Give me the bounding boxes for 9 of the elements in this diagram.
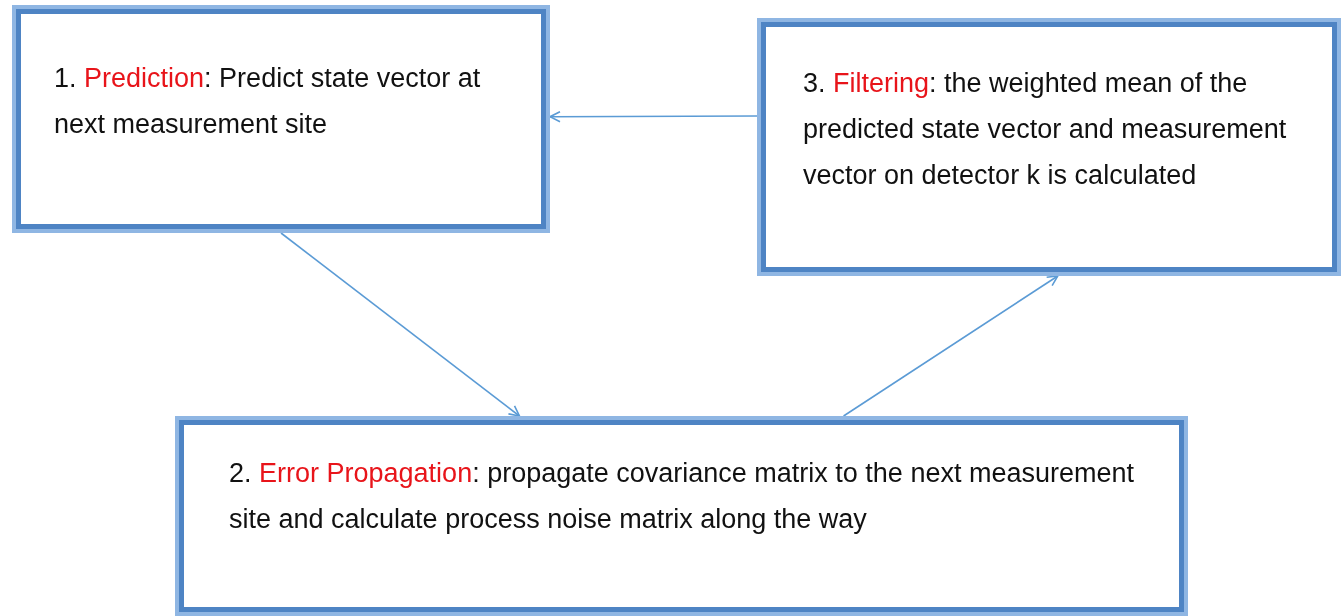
arrow — [842, 275, 1059, 417]
arrow — [280, 232, 521, 417]
box-text: 2. Error Propagation: propagate covariance matrix to the next measurement site and calculate process noise matrix along the way — [229, 457, 1135, 536]
box-text: 1. Prediction: Predict state vector at next measurement site — [54, 62, 482, 141]
process-box — [12, 5, 550, 233]
arrow — [549, 110, 758, 123]
process-box — [175, 416, 1188, 616]
process-box — [757, 18, 1341, 276]
box-text: 3. Filtering: the weighted mean of the predicted state vector and measurement vector on detector k is calculated — [803, 67, 1288, 192]
